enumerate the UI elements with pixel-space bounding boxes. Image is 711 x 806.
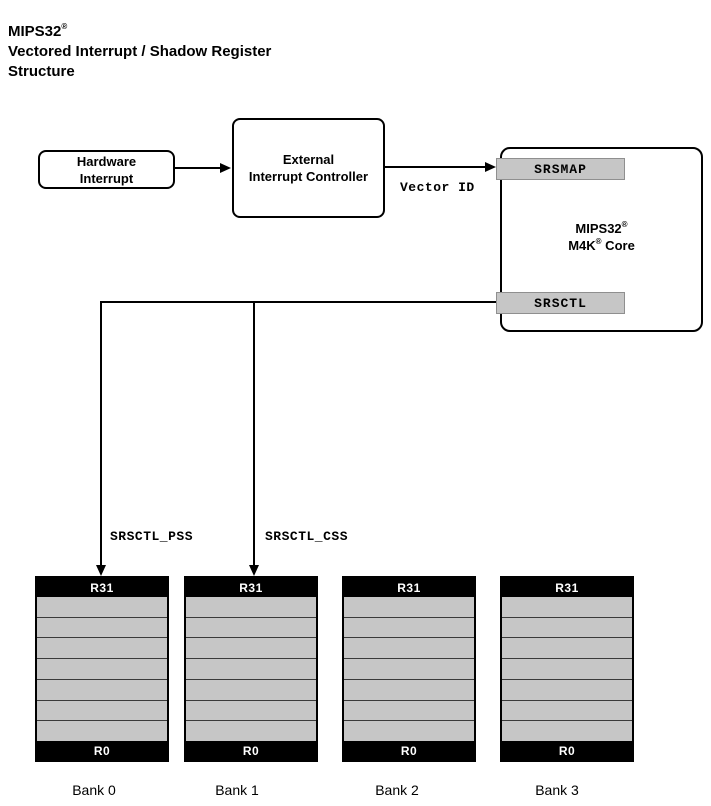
eic-line1: External — [282, 152, 335, 167]
core-title: MIPS32® M4K® Core — [500, 220, 703, 254]
hardware-interrupt-box: Hardware Interrupt — [38, 150, 175, 189]
register-row — [37, 658, 167, 679]
registered-mark-icon: ® — [621, 219, 628, 229]
eic-to-core-line — [385, 166, 486, 168]
external-interrupt-controller-box: External Interrupt Controller — [232, 118, 385, 218]
srsmap-register-bar: SRSMAP — [496, 158, 625, 180]
bank3-rows — [502, 597, 632, 742]
srsctl-pss-label: SRSCTL_PSS — [110, 529, 194, 544]
bank2-bottom-register: R0 — [344, 741, 474, 760]
hw-to-eic-arrowhead-icon — [220, 163, 231, 173]
bank2-caption: Bank 2 — [375, 782, 419, 798]
register-row — [37, 637, 167, 659]
register-bank-0: R31 R0 — [35, 576, 169, 762]
bank1-top-register: R31 — [186, 578, 316, 597]
title-line-2: Vectored Interrupt / Shadow Register — [8, 43, 272, 60]
srsctl-css-label: SRSCTL_CSS — [265, 529, 349, 544]
pss-vertical-line — [100, 301, 102, 566]
css-vertical-line — [253, 301, 255, 566]
title-line-product: MIPS32® — [8, 22, 68, 41]
register-row — [344, 597, 474, 617]
register-row — [502, 637, 632, 659]
register-row — [186, 699, 316, 721]
vector-id-label: Vector ID — [400, 180, 475, 195]
eic-to-core-arrowhead-icon — [485, 162, 496, 172]
register-row — [37, 678, 167, 700]
bank1-caption: Bank 1 — [215, 782, 259, 798]
title-line-3: Structure — [8, 63, 75, 80]
register-row — [502, 699, 632, 721]
register-bank-2: R31 R0 — [342, 576, 476, 762]
core-title-line1: MIPS32® — [575, 219, 628, 236]
bank0-rows — [37, 597, 167, 742]
register-row — [186, 616, 316, 638]
register-row — [502, 597, 632, 617]
bank3-caption: Bank 3 — [535, 782, 579, 798]
eic-line2: Interrupt Controller — [248, 169, 369, 184]
register-bank-3: R31 R0 — [500, 576, 634, 762]
registered-mark-icon: ® — [595, 236, 602, 246]
register-row — [37, 597, 167, 617]
register-row — [37, 699, 167, 721]
css-arrowhead-icon — [249, 565, 259, 576]
bank1-bottom-register: R0 — [186, 741, 316, 760]
bank0-bottom-register: R0 — [37, 741, 167, 760]
register-row — [344, 616, 474, 638]
register-row — [344, 658, 474, 679]
hardware-interrupt-line1: Hardware — [76, 153, 137, 169]
bank0-top-register: R31 — [37, 578, 167, 597]
register-row — [344, 678, 474, 700]
register-row — [502, 616, 632, 638]
register-row — [37, 720, 167, 742]
srsctl-register-bar: SRSCTL — [496, 292, 625, 314]
bank2-rows — [344, 597, 474, 742]
register-row — [502, 720, 632, 742]
register-row — [344, 699, 474, 721]
register-row — [502, 658, 632, 679]
register-row — [344, 720, 474, 742]
hardware-interrupt-line2: Interrupt — [79, 170, 134, 186]
register-row — [186, 720, 316, 742]
hw-to-eic-line — [175, 167, 221, 169]
bank2-top-register: R31 — [344, 578, 474, 597]
diagram-title: MIPS32® Vectored Interrupt / Shadow Regi… — [8, 22, 271, 82]
register-row — [37, 616, 167, 638]
bank3-top-register: R31 — [502, 578, 632, 597]
register-row — [186, 637, 316, 659]
registered-mark-icon: ® — [61, 22, 68, 31]
bank3-bottom-register: R0 — [502, 741, 632, 760]
bank1-rows — [186, 597, 316, 742]
bank0-caption: Bank 0 — [72, 782, 116, 798]
srsctl-bus-horizontal-line — [100, 301, 497, 303]
register-row — [186, 597, 316, 617]
register-row — [344, 637, 474, 659]
register-row — [186, 678, 316, 700]
register-row — [502, 678, 632, 700]
register-bank-1: R31 R0 — [184, 576, 318, 762]
pss-arrowhead-icon — [96, 565, 106, 576]
core-title-line2: M4K® Core — [568, 236, 635, 253]
register-row — [186, 658, 316, 679]
